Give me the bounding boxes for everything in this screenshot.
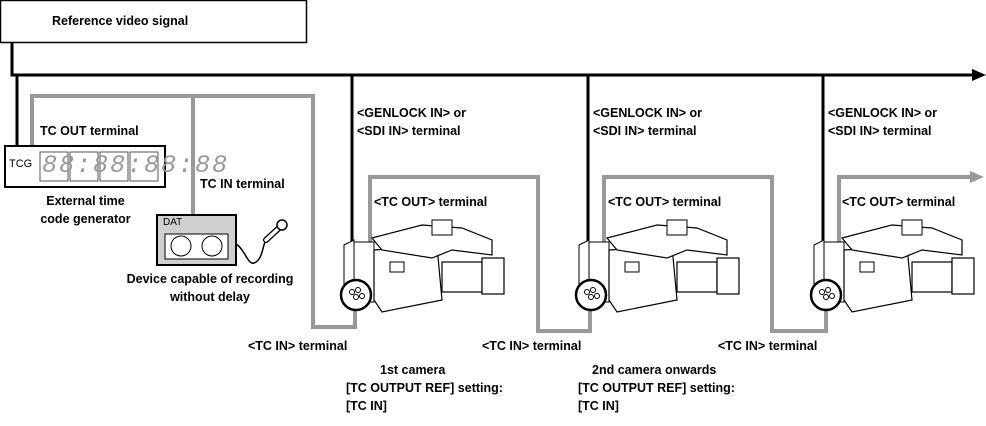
camera2-tc-out-label: <TC OUT> terminal: [608, 195, 722, 209]
tc-out-terminal-label: TC OUT terminal: [40, 124, 139, 138]
label-line: <GENLOCK IN> or: [357, 106, 467, 120]
camera3-tc-in-label: <TC IN> terminal: [718, 339, 818, 353]
caption-line: without delay: [170, 290, 250, 304]
reference-arrow-icon: [972, 69, 986, 81]
reference-signal-label: Reference video signal: [52, 14, 189, 28]
note-line: [TC OUTPUT REF] setting:: [578, 381, 735, 395]
label-line: <GENLOCK IN> or: [828, 106, 938, 120]
caption-line: External time: [46, 194, 125, 208]
tc-in-terminal-label: TC IN terminal: [200, 177, 285, 191]
camera1-tc-in-label: <TC IN> terminal: [248, 339, 348, 353]
note-line: 2nd camera onwards: [592, 363, 717, 377]
reference-line: [10, 43, 975, 77]
generator-to-camera1-tc-line: [30, 94, 357, 329]
dat-recorder-icon: [156, 214, 237, 266]
camera1-genlock-label: <GENLOCK IN> or <SDI IN> terminal: [357, 104, 466, 140]
note-line: [TC IN]: [578, 399, 619, 413]
timecode-display-icon: [39, 151, 159, 182]
caption-line: Device capable of recording: [126, 272, 294, 286]
first-camera-note: 1st camera [TC OUTPUT REF] setting: [TC IN…: [346, 361, 503, 415]
second-camera-note: 2nd camera onwards [TC OUTPUT REF] settin…: [578, 361, 735, 415]
dat-badge: DAT: [163, 217, 183, 228]
reference-signal-box: [0, 0, 308, 44]
note-line: [TC OUTPUT REF] setting:: [346, 381, 503, 395]
camera2-genlock-label: <GENLOCK IN> or <SDI IN> terminal: [593, 104, 702, 140]
camera3-tc-out-line: [837, 175, 972, 262]
tcg-badge: TCG: [9, 158, 33, 170]
tc-arrow-icon: [970, 171, 984, 183]
camera1-to-camera2-tc-line: [368, 175, 592, 333]
camera1-tc-out-label: <TC OUT> terminal: [374, 195, 488, 209]
camcorder-icon: [339, 219, 505, 313]
time-code-generator-box: [4, 145, 166, 188]
recorder-caption: Device capable of recording without delay: [110, 270, 310, 306]
camcorder-icon: [574, 219, 740, 313]
caption-line: code generator: [40, 212, 131, 226]
camcorder-icon: [809, 219, 975, 313]
label-line: <SDI IN> terminal: [357, 124, 461, 138]
timecode-digits: 88:88:88:88: [42, 151, 230, 180]
label-line: <SDI IN> terminal: [828, 124, 932, 138]
generator-caption: External time code generator: [28, 192, 143, 228]
label-line: <SDI IN> terminal: [593, 124, 697, 138]
camera3-genlock-label: <GENLOCK IN> or <SDI IN> terminal: [828, 104, 937, 140]
label-line: <GENLOCK IN> or: [593, 106, 703, 120]
microphone-icon: [235, 219, 288, 264]
note-line: 1st camera: [380, 363, 446, 377]
camera3-tc-out-label: <TC OUT> terminal: [842, 195, 956, 209]
note-line: [TC IN]: [346, 399, 387, 413]
camera2-to-camera3-tc-line: [602, 175, 828, 333]
camera2-tc-in-label: <TC IN> terminal: [482, 339, 582, 353]
